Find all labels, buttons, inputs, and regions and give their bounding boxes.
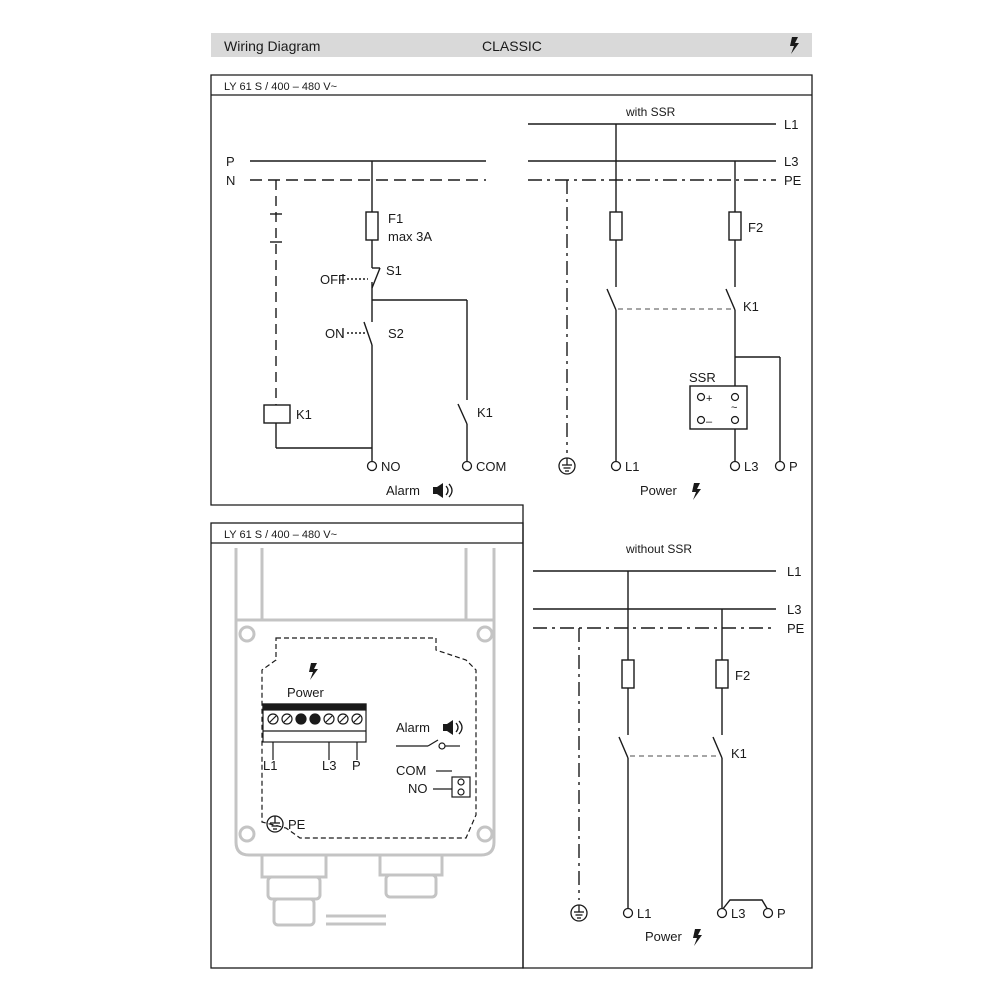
lightning-icon	[309, 663, 318, 680]
label-k1: K1	[743, 299, 759, 314]
no-ssr-terminals	[622, 907, 774, 919]
inner-cover-outline	[261, 637, 477, 839]
control-circuit	[250, 160, 486, 461]
label-power: Power	[645, 929, 683, 944]
label-t-l1: L1	[637, 906, 651, 921]
label-pe: PE	[784, 173, 802, 188]
relay-terminal	[433, 770, 471, 798]
ssr-terminals	[610, 460, 786, 472]
lightning-icon	[692, 483, 701, 500]
label-t-l3: L3	[731, 906, 745, 921]
ssr-tilde: ~	[731, 402, 737, 414]
label-f2: F2	[748, 220, 763, 235]
enclosure-p: P	[352, 758, 361, 773]
enclosure-power-label: Power	[287, 685, 325, 700]
power-ssr-circuit	[528, 123, 781, 461]
panel-borders	[210, 74, 813, 969]
enclosure-l3: L3	[322, 758, 336, 773]
label-alarm: Alarm	[386, 483, 420, 498]
terminal-l1[interactable]	[610, 460, 622, 472]
label-com: COM	[476, 459, 506, 474]
label-on: ON	[325, 326, 345, 341]
terminal-no[interactable]	[366, 460, 378, 472]
label-f2: F2	[735, 668, 750, 683]
terminal-screws	[267, 713, 363, 725]
speaker-icon	[442, 719, 463, 736]
terminal-p[interactable]	[762, 907, 774, 919]
label-l3: L3	[787, 602, 801, 617]
header-subtitle: CLASSIC	[482, 38, 542, 54]
label-t-p: P	[789, 459, 798, 474]
no-ssr-title: without SSR	[625, 542, 692, 556]
header-bar: Wiring Diagram CLASSIC	[211, 33, 812, 57]
label-l1: L1	[787, 564, 801, 579]
label-k1-coil: K1	[296, 407, 312, 422]
label-t-l3: L3	[744, 459, 758, 474]
enclosure-com: COM	[396, 763, 426, 778]
enclosure-no: NO	[408, 781, 428, 796]
label-off: OFF	[320, 272, 346, 287]
ssr-contacts	[696, 392, 740, 425]
ground-icon	[558, 457, 576, 475]
terminal-l3[interactable]	[729, 460, 741, 472]
label-s1: S1	[386, 263, 402, 278]
alarm-contact	[396, 739, 460, 750]
label-l1: L1	[784, 117, 798, 132]
enclosure-drawing	[234, 548, 496, 927]
header-title: Wiring Diagram	[224, 38, 320, 54]
label-ssr: SSR	[689, 370, 716, 385]
terminal-l3[interactable]	[716, 907, 728, 919]
ssr-minus: –	[706, 416, 713, 428]
label-k1-contact: K1	[477, 405, 493, 420]
label-f1: F1	[388, 211, 403, 226]
label-t-p: P	[777, 906, 786, 921]
ssr-title: with SSR	[625, 105, 676, 119]
label-power: Power	[640, 483, 678, 498]
panel-top-model: LY 61 S / 400 – 480 V~	[224, 81, 337, 93]
ground-icon	[570, 904, 588, 922]
terminal-p[interactable]	[774, 460, 786, 472]
power-no-ssr-circuit	[533, 570, 776, 911]
label-l3: L3	[784, 154, 798, 169]
label-t-l1: L1	[625, 459, 639, 474]
label-s2: S2	[388, 326, 404, 341]
panel-bottom-left-model: LY 61 S / 400 – 480 V~	[224, 529, 337, 541]
terminal-l1[interactable]	[622, 907, 634, 919]
label-n: N	[226, 173, 235, 188]
label-p: P	[226, 154, 235, 169]
terminal-leads	[272, 742, 358, 760]
label-no: NO	[381, 459, 401, 474]
terminal-com[interactable]	[461, 460, 473, 472]
speaker-icon	[432, 482, 453, 499]
label-f1-rating: max 3A	[388, 229, 432, 244]
enclosure-alarm-label: Alarm	[396, 720, 430, 735]
enclosure-pe: PE	[288, 817, 306, 832]
ssr-plus: +	[706, 393, 712, 405]
control-terminals	[366, 460, 473, 472]
label-pe: PE	[787, 621, 805, 636]
enclosure-l1: L1	[263, 758, 277, 773]
lightning-icon	[693, 929, 702, 946]
label-k1: K1	[731, 746, 747, 761]
